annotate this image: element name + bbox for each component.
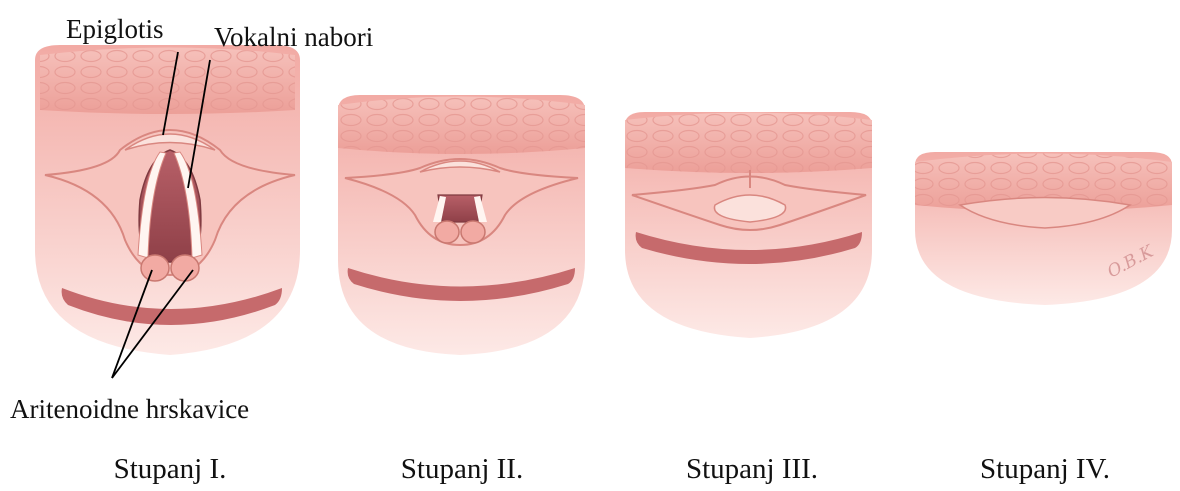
arytenoids-label: Aritenoidne hrskavice bbox=[10, 396, 249, 423]
grade-4-label: Stupanj IV. bbox=[980, 455, 1110, 484]
grade-1-illustration bbox=[35, 45, 300, 355]
grade-2-label: Stupanj II. bbox=[401, 455, 523, 484]
vocal-folds-label: Vokalni nabori bbox=[214, 24, 373, 51]
grade-4-illustration bbox=[915, 152, 1172, 305]
grade-3-label: Stupanj III. bbox=[686, 455, 818, 484]
grade-2-illustration bbox=[338, 95, 585, 355]
epiglottis-label: Epiglotis bbox=[66, 16, 164, 43]
grade-3-illustration bbox=[625, 112, 872, 338]
grade-1-label: Stupanj I. bbox=[114, 455, 227, 484]
